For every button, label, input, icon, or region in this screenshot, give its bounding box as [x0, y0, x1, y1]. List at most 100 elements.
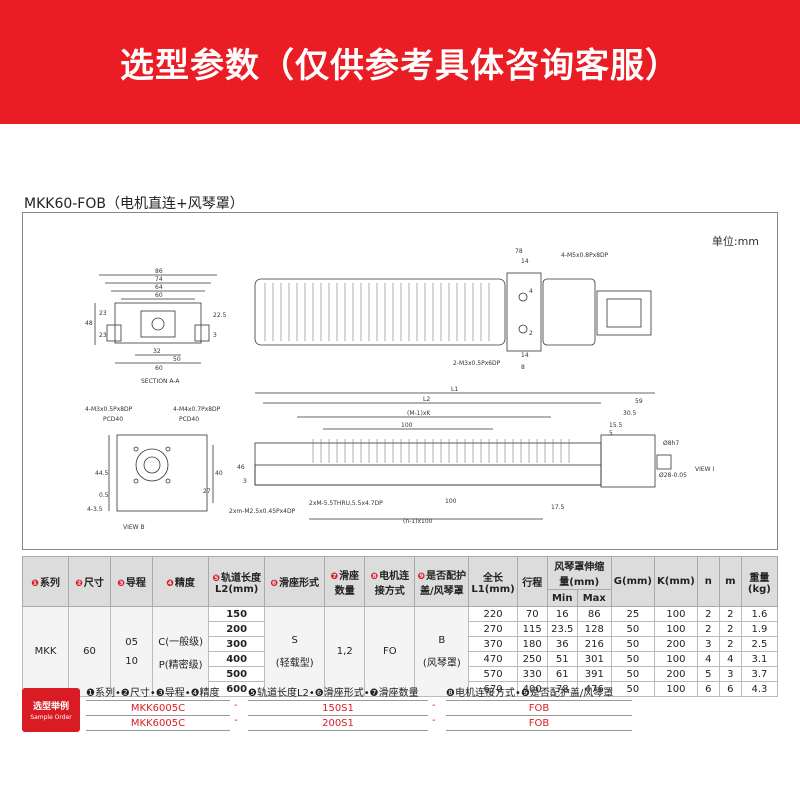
header-bellows: 风琴罩伸缩量(mm)	[546, 556, 612, 590]
order-separator: -	[234, 700, 238, 711]
dim-label: 3	[243, 478, 247, 485]
cell-min: 36	[546, 636, 578, 652]
header-precision: ❹精度	[152, 556, 210, 607]
cell-precision: C(一般级)P(精密级)	[152, 606, 210, 697]
dim-label: 44.5	[95, 470, 109, 477]
cell-weight: 4.3	[740, 681, 779, 697]
cell-rail-length: 600	[208, 681, 266, 697]
dim-label: 46	[237, 464, 245, 471]
cell-stroke: 400	[516, 681, 548, 697]
cell-g: 25	[610, 606, 656, 622]
dim-label: 100	[401, 422, 413, 429]
cell-rail-length: 150	[208, 606, 266, 622]
cell-n: 5	[696, 666, 720, 682]
note-label: 4-M5x0.8Px8DP	[561, 252, 609, 259]
cell-m: 6	[718, 681, 742, 697]
header-lead: ❸导程	[110, 556, 154, 607]
header-k: K(mm)	[654, 556, 698, 607]
cell-l1: 670	[468, 681, 518, 697]
cell-size: 60	[68, 606, 112, 697]
cell-g: 50	[610, 681, 656, 697]
cell-k: 200	[654, 666, 698, 682]
cell-l1: 220	[468, 606, 518, 622]
cell-l1: 270	[468, 621, 518, 637]
header-rail-length: ❺轨道长度L2(mm)	[208, 556, 266, 607]
dim-label: (M-1)xK	[407, 410, 431, 417]
cell-g: 50	[610, 666, 656, 682]
note-label: 2xm-M2.5x0.45Px4DP	[229, 508, 296, 515]
dim-label: 0.5	[99, 492, 109, 499]
order-separator: -	[432, 700, 436, 711]
dim-label: Ø28-0.05	[659, 472, 687, 479]
cell-motor-connection: FO	[364, 606, 416, 697]
cell-weight: 3.1	[740, 651, 779, 667]
front-view	[254, 392, 672, 520]
header-cover: ❾是否配护盖/风琴罩	[414, 556, 470, 607]
cell-m: 3	[718, 666, 742, 682]
cell-l1: 470	[468, 651, 518, 667]
view-b	[108, 434, 214, 512]
header-slider-qty: ❼滑座数量	[324, 556, 366, 607]
title-banner: 选型参数（仅供参考具体咨询客服）	[0, 0, 800, 124]
dim-label: 60	[155, 292, 163, 299]
cell-max: 301	[576, 651, 612, 667]
note-label: 2xM-5.5THRU,5.5x4.7DP	[309, 500, 383, 507]
dim-label: 5	[609, 430, 613, 437]
cell-min: 23.5	[546, 621, 578, 637]
dim-label: 78	[515, 248, 523, 255]
cell-k: 100	[654, 606, 698, 622]
cell-rail-length: 300	[208, 636, 266, 652]
header-stroke: 行程	[516, 556, 548, 607]
cell-rail-length: 200	[208, 621, 266, 637]
cell-max: 476	[576, 681, 612, 697]
order-col-3-head: ❽电机连接方式•❾是否配护盖/风琴罩	[446, 686, 632, 701]
dim-label: 23	[99, 332, 107, 339]
cell-max: 216	[576, 636, 612, 652]
table-header-row: ❶系列 ❷尺寸 ❸导程 ❹精度 ❺轨道长度L2(mm) ❻滑座形式 ❼滑座数量 …	[21, 556, 779, 607]
dim-label: 40	[215, 470, 223, 477]
cell-n: 6	[696, 681, 720, 697]
dim-label: 59	[635, 398, 643, 405]
note-label: PCD40	[103, 416, 123, 423]
header-total-length: 全长L1(mm)	[468, 556, 518, 607]
order-col-1: ❶系列•❷尺寸•❸导程•❹精度 MKK6005C MKK6005C	[86, 686, 230, 731]
order-separator: -	[234, 715, 238, 726]
cell-m: 4	[718, 651, 742, 667]
sample-order-title: 选型举例	[32, 702, 69, 712]
top-view	[254, 272, 652, 352]
dim-label: 86	[155, 268, 163, 275]
sample-order-label: 选型举例 Sample Order	[22, 688, 80, 732]
header-min: Min	[546, 589, 578, 607]
header-max: Max	[576, 589, 612, 607]
unit-label: 单位:mm	[711, 235, 759, 248]
dim-label: 17.5	[551, 504, 565, 511]
cell-l1: 570	[468, 666, 518, 682]
section-a-a-dims: 86 74 64 60 48 23 23 22.5 3 32 50 60 SEC…	[85, 268, 227, 385]
order-value: FOB	[446, 716, 632, 731]
spec-table: ❶系列 ❷尺寸 ❸导程 ❹精度 ❺轨道长度L2(mm) ❻滑座形式 ❼滑座数量 …	[21, 556, 779, 697]
cell-m: 2	[718, 621, 742, 637]
dim-label: Ø8h7	[663, 440, 679, 447]
dim-label: 14	[521, 258, 529, 265]
dim-label: 30.5	[623, 410, 637, 417]
cell-n: 2	[696, 606, 720, 622]
dim-label: 22.5	[213, 312, 227, 319]
dim-label: 23	[99, 310, 107, 317]
cell-m: 2	[718, 606, 742, 622]
dim-label: 32	[153, 348, 161, 355]
cell-g: 50	[610, 621, 656, 637]
cell-k: 100	[654, 651, 698, 667]
cell-n: 4	[696, 651, 720, 667]
sample-order-subtitle: Sample Order	[30, 714, 72, 721]
header-g: G(mm)	[610, 556, 656, 607]
cell-stroke: 70	[516, 606, 548, 622]
view-label: SECTION A-A	[141, 378, 180, 385]
table-row: 500 570 330 61 391 50 200 5 3 3.7	[23, 666, 779, 682]
cell-g: 50	[610, 651, 656, 667]
dim-label: 100	[445, 498, 457, 505]
order-value: FOB	[446, 701, 632, 716]
cell-cover: B(风琴罩)	[414, 606, 470, 697]
cell-rail-length: 500	[208, 666, 266, 682]
bellows-top	[264, 283, 490, 341]
dim-label: 64	[155, 284, 163, 291]
